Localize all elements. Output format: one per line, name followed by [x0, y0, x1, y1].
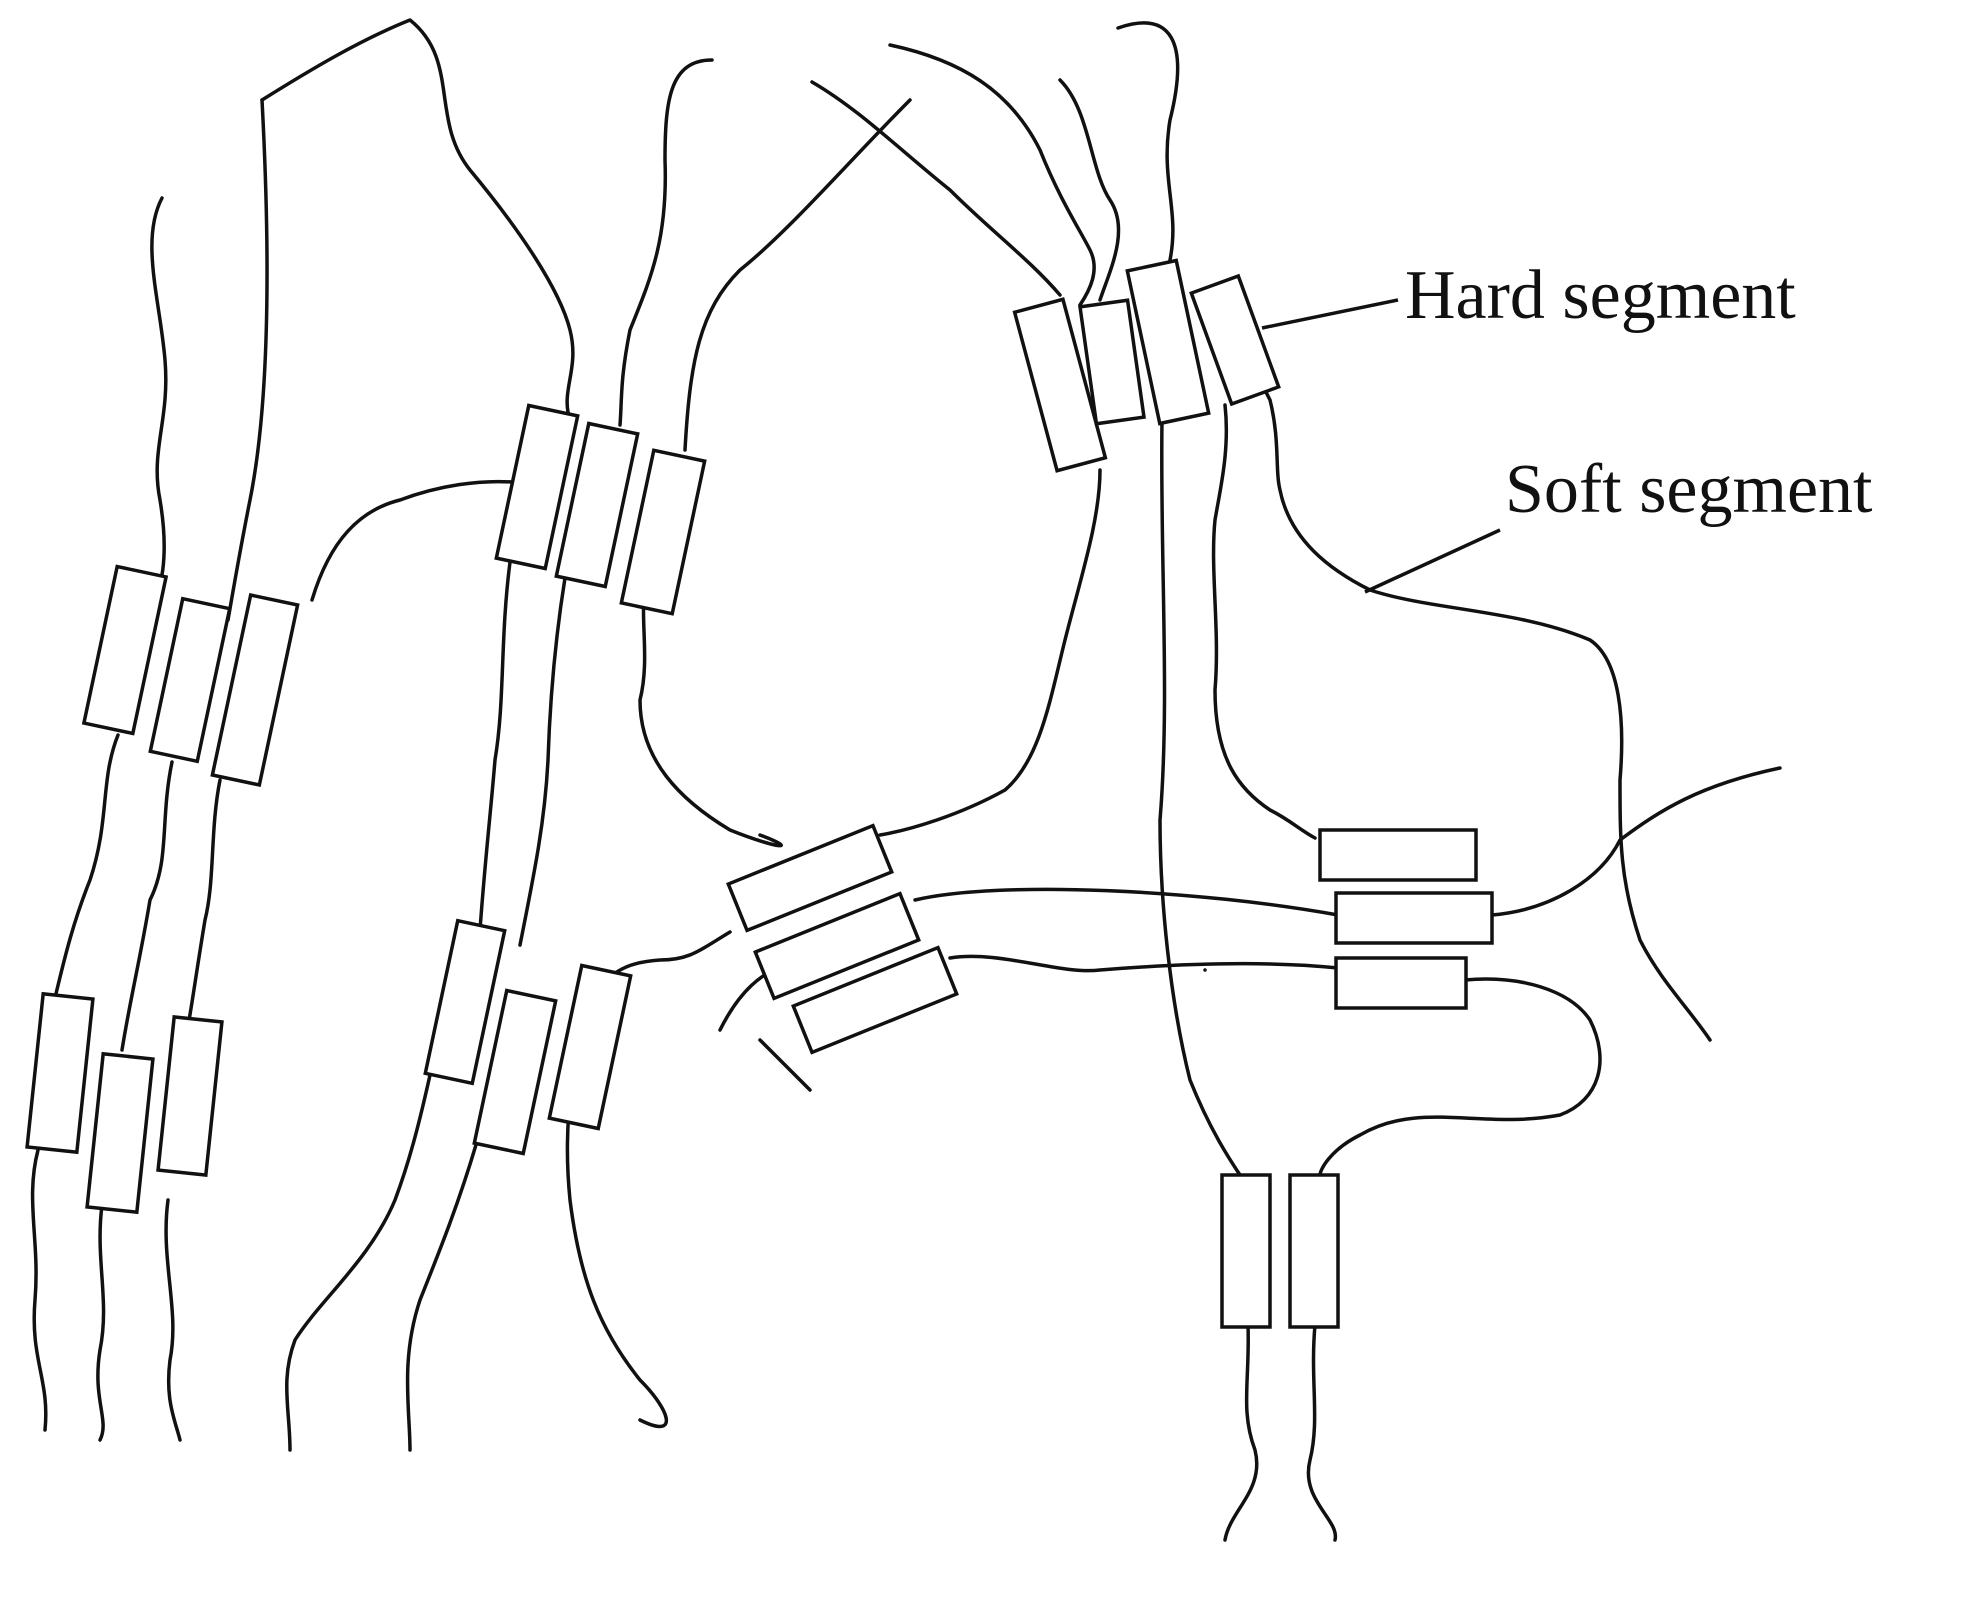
hard-segment-block	[85, 1051, 155, 1215]
hard-segment	[1078, 298, 1146, 426]
soft-chain	[1116, 21, 1180, 262]
soft-chain	[1490, 766, 1782, 917]
soft-chain	[1058, 78, 1121, 302]
soft-chain	[1306, 1323, 1338, 1542]
hard-segment	[1318, 828, 1478, 882]
hard-segment-block	[25, 991, 95, 1155]
hard-segment-block	[423, 918, 507, 1086]
hard-segments	[25, 258, 1494, 1329]
soft-chain	[405, 58, 714, 1452]
hard-segment	[1288, 1173, 1340, 1329]
hard-segment	[1012, 297, 1108, 473]
soft-chain	[610, 930, 732, 977]
hard-segment	[81, 564, 169, 736]
hard-segment-block	[472, 988, 558, 1156]
hard-segment	[148, 596, 232, 764]
soft-chain	[30, 196, 168, 1432]
hard-segment-label: Hard segment	[1405, 257, 1796, 334]
hard-segment	[210, 592, 300, 788]
soft-chain	[96, 18, 575, 1442]
soft-chain	[565, 98, 912, 1429]
soft-segment-leader	[1364, 528, 1501, 594]
hard-segment	[1334, 891, 1494, 945]
hard-segment-leader	[1261, 298, 1399, 330]
soft-chain	[1158, 418, 1242, 1177]
soft-chain	[758, 1038, 812, 1092]
hard-segment-block	[1125, 258, 1211, 426]
hard-segment	[726, 823, 894, 933]
hard-segment	[1125, 258, 1211, 426]
hard-segment-block	[753, 891, 921, 1001]
hard-segment	[423, 918, 507, 1086]
hard-segment	[753, 891, 921, 1001]
hard-segment-block	[156, 1014, 224, 1178]
hard-segment	[85, 1051, 155, 1215]
hard-segment	[25, 991, 95, 1155]
soft-chain	[1318, 977, 1602, 1177]
hard-segment	[619, 448, 707, 616]
soft-chain	[285, 479, 514, 1452]
hard-segment	[156, 1014, 224, 1178]
hard-segment-block	[791, 945, 959, 1055]
soft-segment-label: Soft segment	[1505, 451, 1873, 528]
hard-segment	[472, 988, 558, 1156]
hard-segment-block	[1078, 298, 1146, 426]
hard-segment	[1334, 956, 1468, 1010]
hard-segment	[1189, 273, 1281, 407]
hard-segment-block	[494, 403, 580, 571]
hard-segment-block	[210, 592, 300, 788]
soft-chain	[888, 43, 1096, 307]
soft-chain	[913, 887, 1340, 917]
hard-segment	[1220, 1173, 1272, 1329]
hard-segment-block	[1189, 273, 1281, 407]
hard-segment-block	[547, 963, 633, 1131]
soft-chain	[1223, 1323, 1259, 1542]
soft-segment-chains	[30, 18, 1782, 1542]
hard-segment	[791, 945, 959, 1055]
hard-segment-block	[619, 448, 707, 616]
hard-segment	[554, 421, 640, 589]
hard-segment-block	[1012, 297, 1108, 473]
soft-chain	[1211, 403, 1317, 840]
soft-chain	[948, 954, 1340, 973]
hard-segment-block	[726, 823, 894, 933]
hard-segment-block	[148, 596, 232, 764]
soft-chain	[810, 80, 1102, 837]
hard-segment	[494, 403, 580, 571]
hard-segment-block	[554, 421, 640, 589]
hard-segment	[547, 963, 633, 1131]
hard-segment-block	[81, 564, 169, 736]
annotations: Hard segment Soft segment	[1261, 257, 1873, 594]
